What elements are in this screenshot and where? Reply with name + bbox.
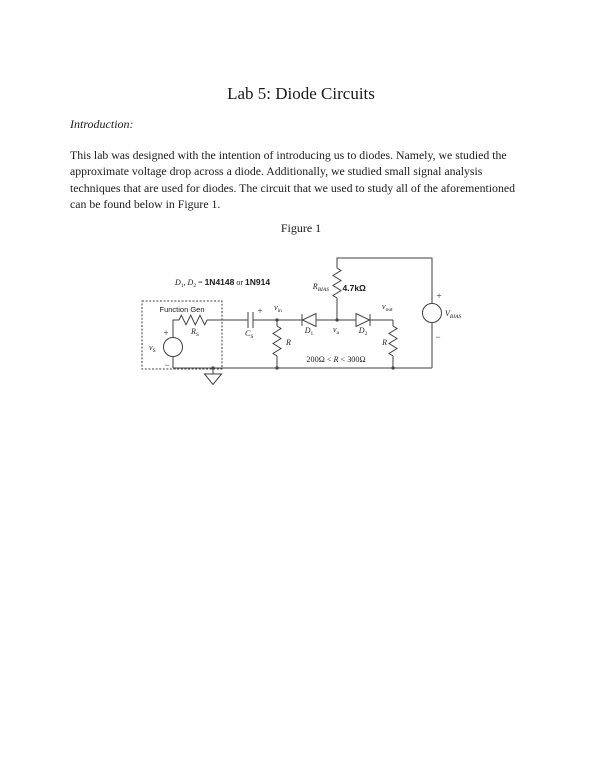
figure-1-circuit-diagram: D1, D2 = 1N4148 or 1N914 Function Gen + … (141, 257, 461, 386)
cap-plus-sign: + (257, 306, 262, 316)
va-node (335, 318, 339, 322)
rbias-label: RBIAS (312, 282, 329, 293)
r-output-resistor: vout R (381, 302, 398, 368)
figure-caption: Figure 1 (280, 221, 322, 235)
vs-plus-sign: + (163, 328, 168, 338)
ground-node (211, 366, 215, 370)
rail-node-right (391, 366, 395, 370)
rs-label: RS (190, 327, 199, 338)
va-label: va (333, 325, 340, 336)
paragraph-line: techniques that are used for diodes. The… (70, 180, 515, 195)
d2-label: D2 (358, 326, 368, 337)
rbias-resistor: RBIAS 4.7kΩ (312, 267, 367, 320)
intro-paragraph: This lab was designed with the intention… (70, 147, 550, 213)
paragraph-line: approximate voltage drop across a diode.… (70, 164, 483, 179)
cs-capacitor: + CS (245, 306, 263, 340)
ground-symbol (203, 368, 223, 386)
top-rail (336, 257, 433, 304)
rs-resistor (178, 314, 208, 326)
wires (172, 257, 433, 369)
r-input-resistor: vin R (272, 303, 291, 368)
r-left-label: R (285, 338, 291, 347)
vbias-minus-sign: − (435, 332, 440, 342)
cs-label: CS (245, 329, 253, 340)
rail-node-left (275, 366, 279, 370)
paragraph-line: can be found below in Figure 1. (70, 197, 221, 212)
vbias-label: VBIAS (445, 309, 461, 320)
intro-heading: Introduction: (70, 117, 134, 131)
page-title: Lab 5: Diode Circuits (227, 84, 375, 103)
vbias-plus-sign: + (436, 291, 441, 301)
vin-node (275, 318, 279, 322)
vs-source: + − vS (149, 328, 183, 370)
vout-label: vout (382, 302, 393, 313)
d1-diode: D1 (301, 312, 317, 337)
vin-label: vin (274, 303, 282, 314)
vs-minus-sign: − (164, 360, 169, 370)
rbias-value: 4.7kΩ (343, 283, 367, 293)
vs-label: vS (149, 343, 156, 354)
d1-label: D1 (304, 326, 314, 337)
r-range-label: 200Ω < R < 300Ω (306, 355, 365, 364)
vbias-source: + − VBIAS (422, 291, 461, 368)
function-gen-label: Function Gen (159, 305, 204, 314)
diode-note: D1, D2 = 1N4148 or 1N914 (174, 277, 270, 289)
r-right-label: R (381, 338, 387, 347)
function-gen-box: Function Gen (141, 300, 223, 370)
d2-diode: D2 (355, 312, 371, 337)
paragraph-line: This lab was designed with the intention… (70, 148, 507, 162)
